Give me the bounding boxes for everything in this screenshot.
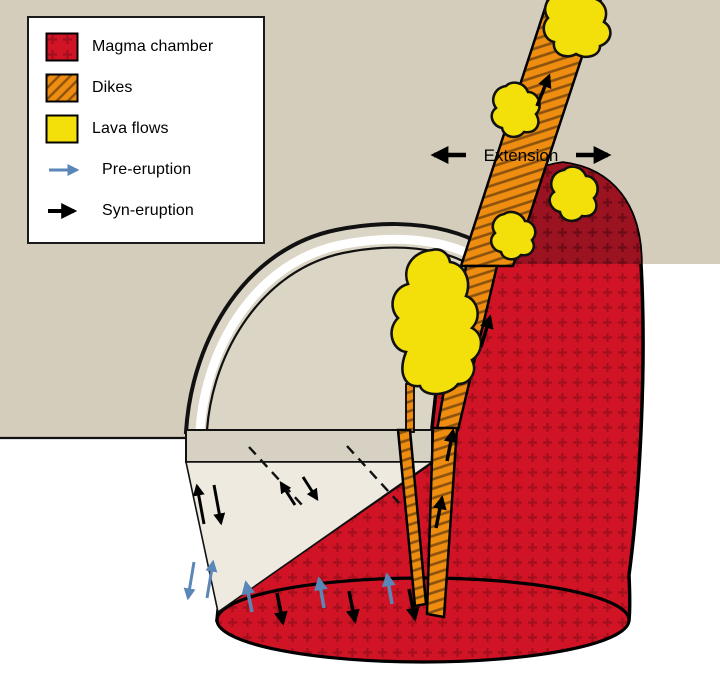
lava-flow-blob [490, 81, 541, 139]
syn-eruption-arrow [535, 73, 552, 107]
syn-eruption-arrow [405, 588, 420, 622]
right-dike [425, 426, 459, 619]
pre-eruption-arrows [183, 559, 396, 613]
dome-inner-white-band [195, 234, 496, 431]
syn-eruption-shear-arrow [279, 480, 297, 506]
syn-eruption-arrow [432, 495, 447, 529]
lava-flow-blob [542, 0, 612, 59]
fault-dashed-lines [248, 445, 400, 507]
lava-flow-blob [548, 165, 599, 223]
syn-eruption-arrow [479, 314, 494, 348]
magma-crosshatch-swatch [45, 32, 79, 62]
legend-item-dikes: Dikes [45, 72, 249, 104]
syn-eruption-arrow [345, 590, 360, 624]
legend-item-pre-eruption: Pre-eruption [45, 154, 249, 186]
legend-label: Pre-eruption [102, 161, 192, 178]
left-dike [396, 428, 428, 608]
rift-ledge [185, 429, 433, 463]
dike-hatch-swatch [45, 73, 79, 103]
lava-flow-blob [390, 248, 483, 396]
legend-item-syn-eruption: Syn-eruption [45, 195, 249, 227]
legend: Magma chamber Dikes Lava flows Pre-erupt… [27, 16, 265, 244]
legend-item-lava-flows: Lava flows [45, 113, 249, 145]
dome-inner-line [205, 246, 486, 431]
blue-arrow-icon [45, 162, 89, 178]
lava-flows [390, 0, 612, 396]
legend-item-magma-chamber: Magma chamber [45, 31, 249, 63]
pre-eruption-arrow [382, 572, 396, 605]
extension-label: Extension [484, 146, 559, 165]
syn-eruption-arrow [443, 428, 458, 462]
lava-flow-blob [489, 210, 537, 261]
pre-eruption-arrow [314, 576, 328, 609]
extension-annotation: Extension [430, 146, 612, 165]
pre-eruption-shear-arrow [183, 561, 196, 601]
legend-label: Dikes [92, 79, 133, 96]
fault-dashed-line [346, 445, 400, 504]
legend-label: Lava flows [92, 120, 169, 137]
lava-swatch [45, 114, 79, 144]
fault-dashed-line [248, 446, 304, 507]
syn-eruption-arrows [192, 73, 552, 626]
legend-label: Magma chamber [92, 38, 214, 55]
pre-eruption-shear-arrow [205, 559, 218, 599]
syn-eruption-arrow [273, 592, 288, 626]
pre-eruption-arrow [241, 580, 256, 613]
cutaway-face [185, 461, 435, 614]
legend-label: Syn-eruption [102, 202, 194, 219]
feeder-dike [405, 383, 415, 433]
syn-eruption-shear-arrow [212, 484, 226, 526]
black-arrow-icon [45, 203, 89, 219]
syn-eruption-shear-arrow [301, 476, 319, 502]
syn-eruption-shear-arrow [192, 483, 206, 525]
